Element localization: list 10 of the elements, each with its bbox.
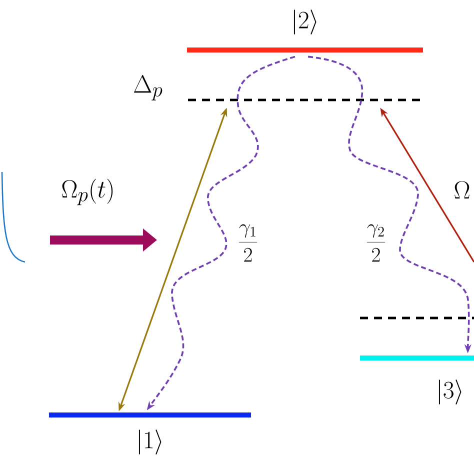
edge-label: $\frac{\gamma_1}{2}$ — [238, 224, 258, 262]
rabi-frequency-label: $\Omega$ — [454, 181, 470, 198]
detuning-label: $\Delta_p$ — [134, 75, 162, 100]
virtual-level — [360, 316, 474, 320]
state-label: $|2\rangle$ — [294, 10, 316, 34]
rabi-frequency-label: $\Omega_p(t)$ — [62, 178, 113, 206]
state-label: $|1\rangle$ — [138, 430, 162, 454]
virtual-level — [188, 98, 422, 102]
state-label: $|3\rangle$ — [438, 380, 462, 404]
edge-label: $\frac{\gamma_2}{2}$ — [366, 224, 386, 262]
